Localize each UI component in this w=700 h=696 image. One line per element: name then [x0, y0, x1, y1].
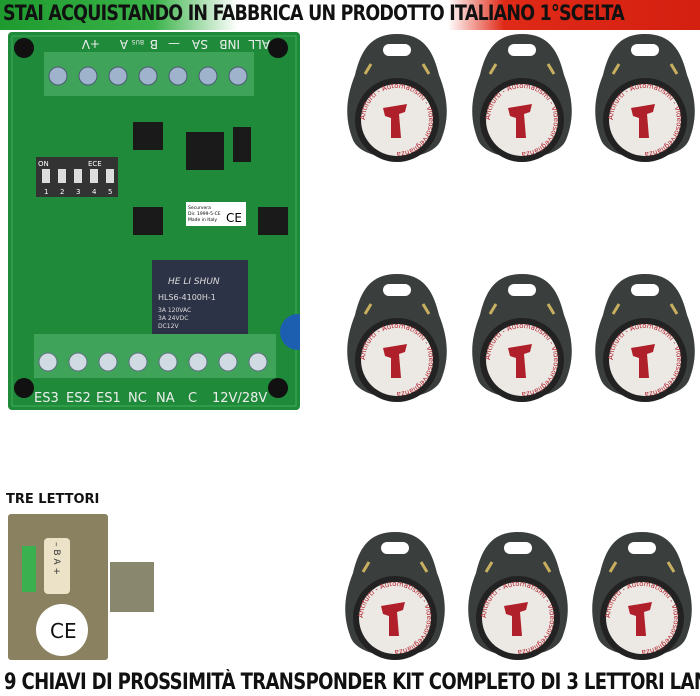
- reader-terminal-label: – B A +: [51, 542, 61, 575]
- dip-number: 1: [44, 188, 48, 196]
- key-fob: Antifurti - Automatismi - Videosorveglia…: [466, 270, 578, 412]
- key-fob: Antifurti - Automatismi - Videosorveglia…: [589, 270, 700, 412]
- dip-ece-label: ECE: [88, 160, 102, 168]
- svg-text:DC12V: DC12V: [158, 323, 179, 330]
- top-terminal-label: SA: [191, 37, 208, 51]
- dip-number: 2: [60, 188, 64, 196]
- reader-title: TRE LETTORI: [6, 492, 100, 507]
- bottom-terminal-label: ES1: [96, 391, 121, 406]
- top-terminal-label: ALL: [248, 37, 270, 51]
- italian-flag-banner: STAI ACQUISTANDO IN FABBRICA UN PRODOTTO…: [0, 0, 700, 30]
- svg-text:Made in Italy: Made in Italy: [188, 217, 217, 223]
- dip-switch: ON ECE 1 2 3 4 5: [36, 157, 118, 197]
- key-fob: Antifurti - Automatismi - Videosorveglia…: [341, 270, 453, 412]
- dip-number: 3: [76, 188, 80, 196]
- bottom-terminal-label: NA: [156, 391, 175, 406]
- mounting-holes: [14, 38, 288, 398]
- key-fob: Antifurti - Automatismi - Videosorveglia…: [586, 528, 698, 670]
- bottom-terminal-label: ES2: [66, 391, 91, 406]
- bottom-terminal-label: ES3: [34, 391, 59, 406]
- dip-number: 5: [108, 188, 112, 196]
- key-fob: Antifurti - Automatismi - Videosorveglia…: [466, 30, 578, 172]
- key-fob: Antifurti - Automatismi - Videosorveglia…: [462, 528, 574, 670]
- top-terminal-label: BUS: [131, 38, 144, 45]
- key-fob: Antifurti - Automatismi - Videosorveglia…: [339, 528, 451, 670]
- svg-text:Dir. 1999-5-CE: Dir. 1999-5-CE: [188, 211, 221, 217]
- svg-text:3A 24VDC: 3A 24VDC: [158, 315, 188, 322]
- key-fob: Antifurti - Automatismi - Videosorveglia…: [341, 30, 453, 172]
- bottom-terminal-block: [34, 334, 276, 378]
- relay: HE LI SHUN HLS6-4100H-1 3A 120VAC 3A 24V…: [152, 260, 248, 338]
- bottom-terminal-label: 12V/28V: [212, 391, 267, 406]
- svg-text:HLS6-4100H-1: HLS6-4100H-1: [158, 293, 216, 302]
- dip-number: 4: [92, 188, 97, 196]
- ce-mark: CE: [50, 619, 77, 643]
- svg-text:Securvera: Securvera: [188, 205, 211, 211]
- top-terminal-label: +V: [81, 37, 100, 51]
- top-terminal-label: INB: [219, 37, 240, 51]
- key-fob: Antifurti - Automatismi - Videosorveglia…: [589, 30, 700, 172]
- top-terminal-block: [44, 52, 254, 96]
- top-terminal-label: —: [168, 37, 180, 51]
- bottom-terminal-label: C: [188, 391, 197, 406]
- dip-on-label: ON: [38, 160, 49, 168]
- top-terminal-label: A: [119, 37, 128, 51]
- ce-label: Securvera Dir. 1999-5-CE Made in Italy C…: [186, 202, 246, 226]
- top-terminal-label: B: [150, 37, 158, 51]
- svg-text:HE LI SHUN: HE LI SHUN: [168, 277, 220, 287]
- banner-text: STAI ACQUISTANDO IN FABBRICA UN PRODOTTO…: [3, 1, 625, 25]
- bottom-terminal-label: NC: [128, 391, 147, 406]
- svg-text:3A 120VAC: 3A 120VAC: [158, 307, 191, 314]
- capacitor: [280, 314, 300, 350]
- footer-caption: 9 CHIAVI DI PROSSIMITÀ TRANSPONDER KIT C…: [4, 670, 700, 695]
- lan-reader-image: – B A + CE: [8, 514, 154, 660]
- svg-text:CE: CE: [226, 211, 242, 225]
